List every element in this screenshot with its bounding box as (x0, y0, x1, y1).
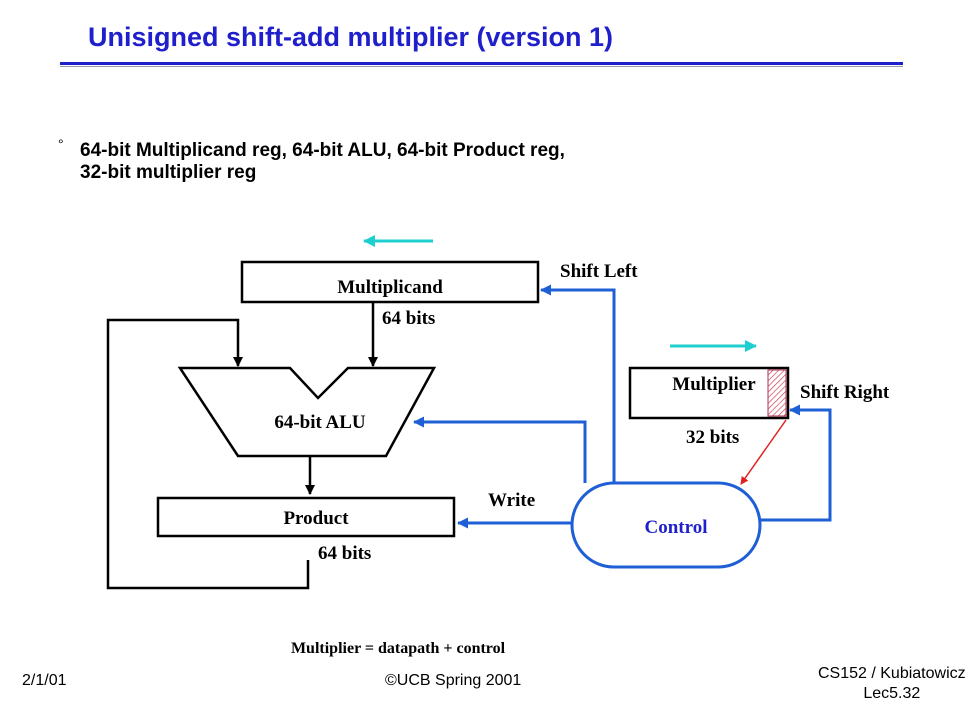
multiplicand-width-label: 64 bits (382, 308, 435, 329)
bullet-line-1: 64-bit Multiplicand reg, 64-bit ALU, 64-… (80, 140, 565, 161)
footer-course-line-2: Lec5.32 (863, 685, 921, 702)
footer-date: 2/1/01 (22, 672, 67, 689)
title-underline-shadow (60, 66, 903, 67)
alu-shape (177, 366, 437, 458)
product-width-label: 64 bits (318, 543, 371, 564)
shift-right-signal (760, 404, 832, 522)
multiplier-register (628, 366, 790, 420)
shift-left-label: Shift Left (560, 261, 638, 282)
bullet-marker: ° (58, 136, 64, 152)
product-register (156, 496, 456, 538)
control-label: Control (645, 517, 708, 538)
multiplier-lsb-to-control-arrow (740, 419, 787, 485)
shift-right-label: Shift Right (800, 382, 890, 403)
alu-control-signal (413, 416, 587, 483)
diagram-caption: Multiplier = datapath + control (291, 640, 506, 657)
footer-course-line-1: CS152 / Kubiatowicz (818, 665, 966, 682)
shift-left-signal (540, 284, 616, 483)
slide-title: Unisigned shift-add multiplier (version … (88, 22, 614, 52)
write-label: Write (488, 490, 535, 511)
alu-label: 64-bit ALU (274, 412, 366, 433)
product-feedback-path (106, 318, 310, 590)
control-unit (570, 481, 762, 569)
footer-course-info: CS152 / Kubiatowicz Lec5.32 (818, 664, 966, 704)
footer-copyright: ©UCB Spring 2001 (385, 672, 522, 689)
bullet-text: 64-bit Multiplicand reg, 64-bit ALU, 64-… (80, 140, 800, 184)
multiplicand-register (240, 260, 540, 304)
product-label: Product (283, 508, 349, 529)
title-underline (60, 62, 903, 65)
multiplicand-label: Multiplicand (337, 277, 443, 298)
multiplier-label: Multiplier (672, 374, 756, 395)
multiplier-width-label: 32 bits (686, 427, 739, 448)
bullet-line-2: 32-bit multiplier reg (80, 162, 257, 183)
multiplier-lsb-bit (767, 369, 787, 417)
